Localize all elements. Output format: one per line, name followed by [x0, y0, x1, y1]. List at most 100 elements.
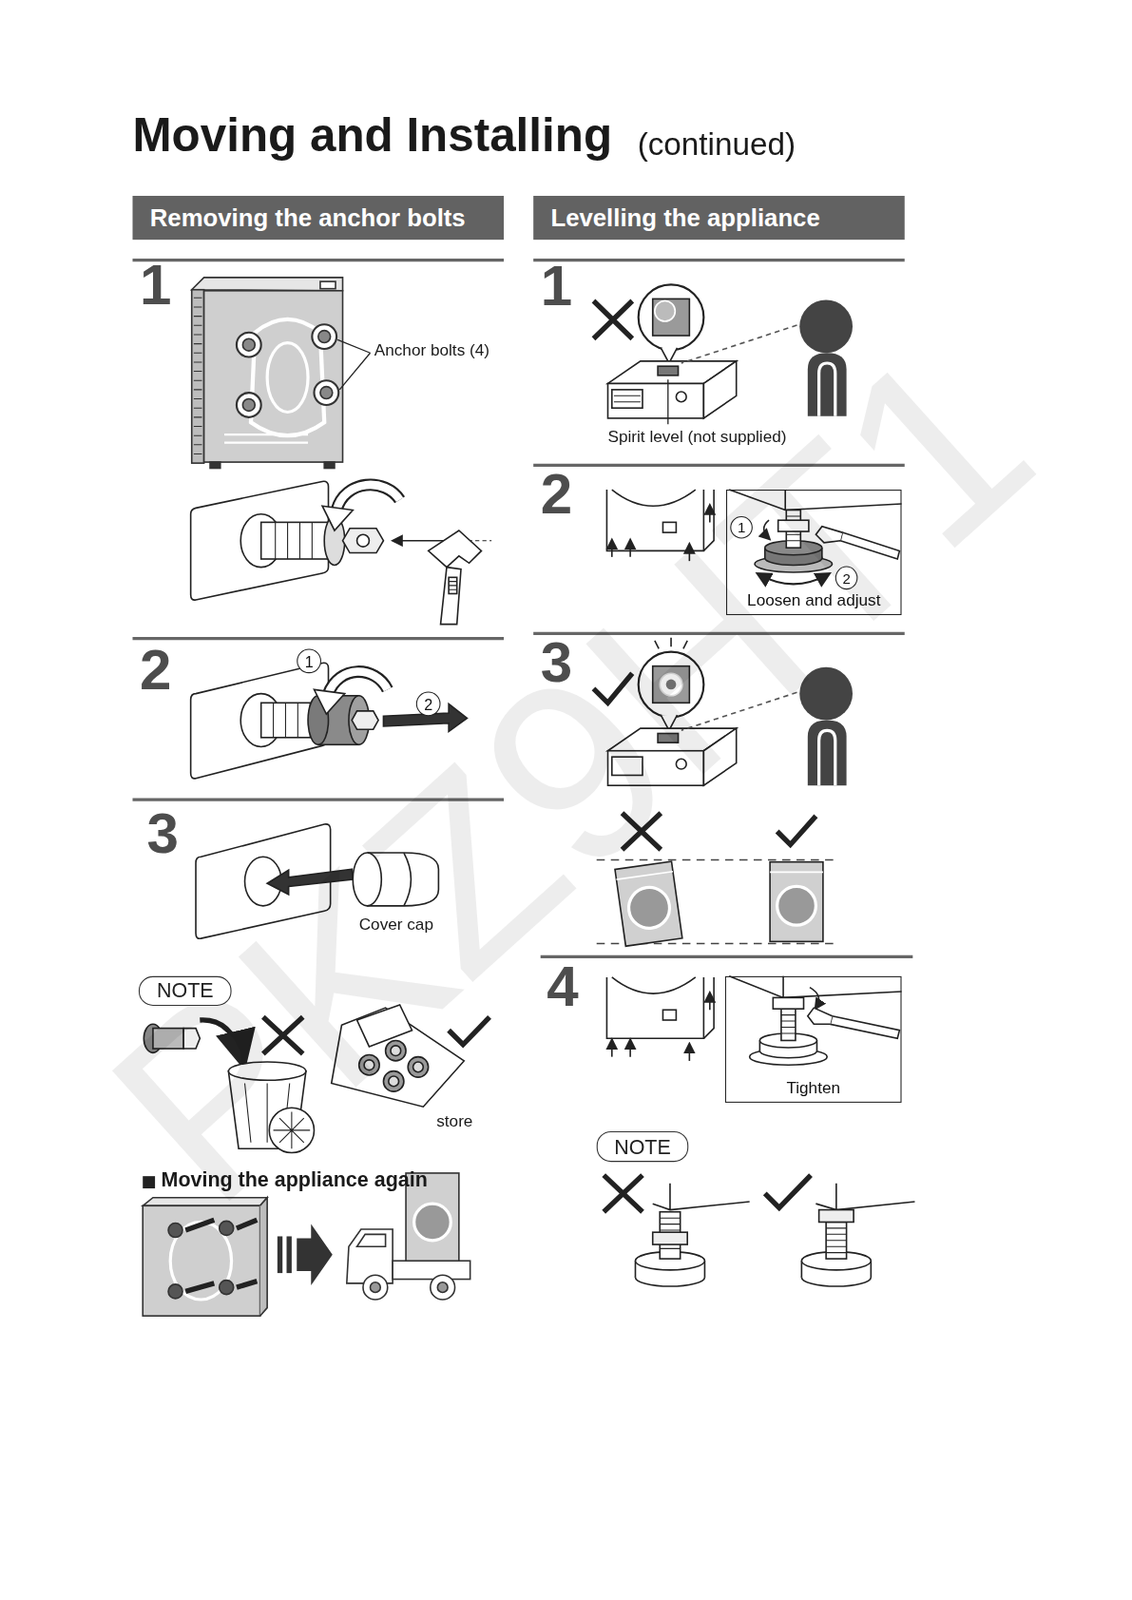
step-callout-circle: 1: [296, 648, 322, 673]
loosen-feet-part: [606, 489, 704, 551]
section-rule-part: [132, 798, 504, 802]
cover-cap-fitting-part: [352, 852, 382, 906]
section-rule-part: [533, 632, 905, 635]
keep-bolts-note-part: [388, 1075, 400, 1087]
tighten-feet-part: [629, 1039, 632, 1056]
foot-comparison-part: [819, 1209, 854, 1223]
subheading: Moving the appliance again: [161, 1168, 428, 1192]
washer-back-view: [191, 277, 344, 469]
step-callout-circle: 2: [416, 690, 442, 716]
section-header: Levelling the appliance: [533, 195, 905, 240]
keep-bolts-note-part: [364, 1059, 375, 1071]
person-figure-part: [799, 299, 853, 353]
moving-again-part: [168, 1223, 183, 1238]
node-text: Loosen and adjust: [747, 591, 881, 610]
cover-cap-fitting: [195, 824, 439, 939]
bolt-detail-part: [448, 581, 458, 591]
tilt-comparison-part-part: [615, 871, 673, 880]
leader-line: [337, 339, 370, 390]
moving-again-part: [142, 1175, 155, 1189]
bolt-detail-part: [448, 576, 458, 594]
section-rule-part: [132, 636, 504, 640]
moving-again-part: [287, 1235, 292, 1273]
tilt-comparison-part: [769, 871, 824, 874]
washer-back-view-part: [191, 277, 344, 291]
level-check-right-part: [612, 756, 643, 775]
note-oval: NOTE: [596, 1131, 690, 1162]
moving-again-part: [357, 1233, 386, 1247]
washer-back-view-part: [318, 330, 331, 344]
moving-again-part: [437, 1282, 448, 1293]
person-figure-part: [807, 720, 847, 787]
bolt-detail-part: [441, 567, 461, 625]
callout-number: 1: [737, 518, 746, 536]
foot-comparison: [603, 1174, 915, 1286]
callout-number: 1: [305, 652, 314, 670]
step-number: 3: [540, 633, 573, 691]
person-figure-part: [807, 352, 847, 417]
washer-back-view-part: [324, 461, 335, 468]
person-figure-part: [799, 667, 853, 721]
foot-comparison-part: [825, 1227, 846, 1253]
moving-again-part: [346, 1228, 393, 1284]
node-text: Tighten: [786, 1078, 841, 1097]
loosen-feet-part: [612, 489, 696, 506]
step-number: 2: [139, 641, 172, 699]
washer-back-view-part: [242, 399, 255, 412]
loosen-feet-part: [815, 526, 843, 543]
section-rule: [132, 260, 913, 958]
loosen-feet-part: [778, 519, 809, 532]
tighten-feet-part: [809, 987, 820, 1008]
level-check-right-part: [654, 637, 688, 650]
bolt-detail: [191, 480, 493, 624]
cover-cap-fitting-part: [403, 852, 412, 906]
moving-again-part: [260, 1197, 269, 1316]
tilt-comparison-part: [777, 885, 817, 925]
keep-bolts-note-part: [407, 1056, 428, 1077]
keep-bolts-note: [143, 1004, 490, 1153]
title-suffix: (continued): [637, 126, 796, 163]
leader-line-part: [339, 352, 370, 390]
level-check-wrong-part: [608, 383, 705, 418]
moving-again-part: [414, 1203, 452, 1241]
level-check-right-part: [657, 732, 678, 743]
leader-line-part: [337, 339, 370, 353]
keep-bolts-note-part: [448, 1016, 490, 1045]
keep-bolts-note-part: [385, 1039, 406, 1060]
step-number: 4: [546, 958, 578, 1016]
loosen-feet-part: [703, 489, 714, 551]
level-check-wrong-part: [667, 379, 669, 424]
cover-cap-fitting-part: [267, 868, 353, 895]
tighten-feet-part: [772, 997, 804, 1009]
washer-back-view-part: [210, 461, 221, 468]
moving-again-part: [296, 1224, 333, 1286]
bolt-removal-part: [273, 702, 311, 737]
watermark: PKZ9HT1: [70, 306, 1074, 1245]
person-figure-part: [819, 729, 836, 786]
step-number: 3: [147, 805, 179, 863]
section-rule-part: [533, 258, 905, 262]
tighten-feet-part: [689, 1044, 691, 1061]
tighten-feet-part: [612, 977, 696, 994]
foot-comparison-part: [652, 1231, 688, 1245]
section-rule-part: [533, 463, 905, 467]
keep-bolts-note-part: [383, 1071, 403, 1092]
header-text: Levelling the appliance: [550, 203, 820, 232]
foot-comparison-part: [603, 1174, 643, 1212]
level-check-right-part: [666, 679, 677, 691]
level-check-wrong-part: [638, 284, 705, 350]
level-check-wrong-part: [612, 389, 643, 408]
node-text: NOTE: [613, 1134, 672, 1159]
step-number: 2: [540, 464, 573, 522]
part-label: Anchor bolts (4): [374, 341, 490, 361]
loosen-feet-part: [611, 540, 614, 557]
step-callout-circle: 2: [835, 566, 859, 591]
level-check-wrong-part: [675, 391, 687, 403]
moving-again-part: [219, 1220, 234, 1235]
loosen-feet-part: [726, 489, 902, 615]
washer-back-view-part: [236, 332, 262, 358]
bolt-detail-part: [275, 521, 313, 559]
keep-bolts-note-part: [359, 1054, 380, 1075]
